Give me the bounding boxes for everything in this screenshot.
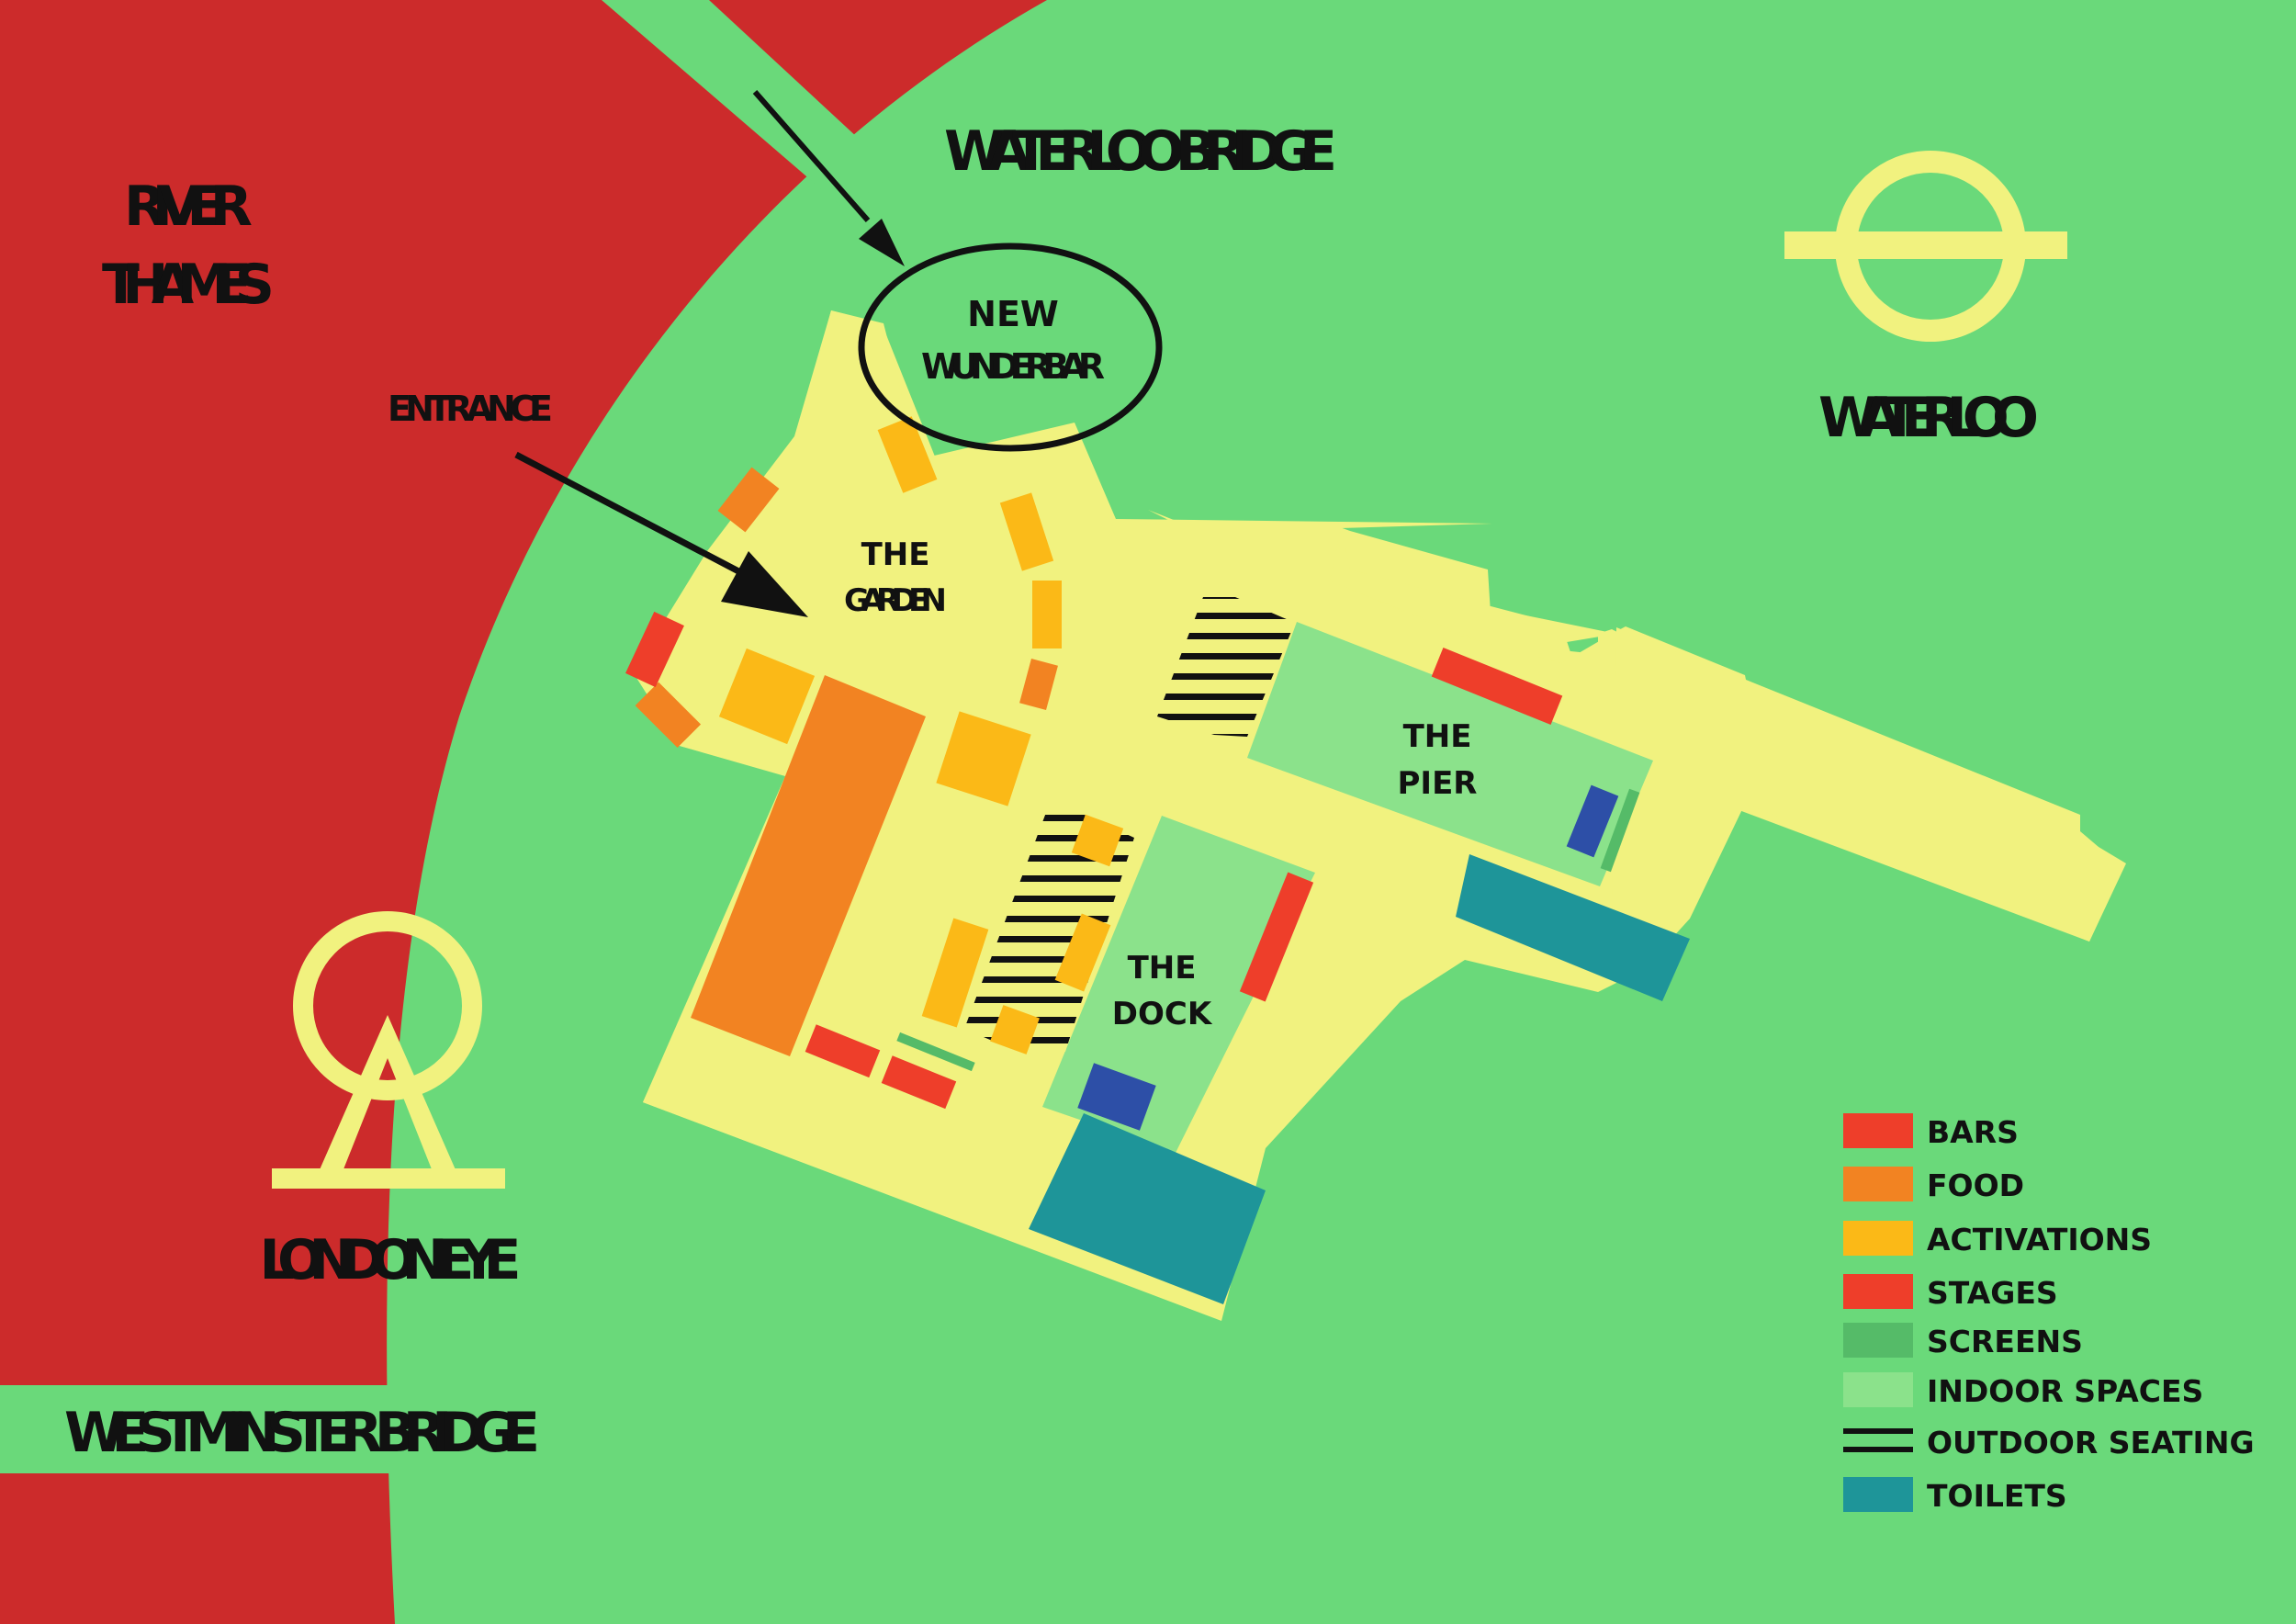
toilets-dock [1029, 1113, 1266, 1304]
indoor-space-the-pier [1247, 622, 1653, 886]
the-pier-label-line1: THE [1403, 718, 1472, 755]
the-dock-label-line1: THE [1128, 950, 1197, 987]
bar-garden-west [625, 611, 684, 688]
legend-label: STAGES [1927, 1275, 2058, 1311]
outdoor-seating-north [1157, 597, 1295, 737]
legend-label: ACTIVATIONS [1927, 1222, 2152, 1257]
the-garden-label-line2: GARDEN [844, 582, 947, 619]
waterloo-bridge-deck [602, 0, 895, 209]
site-east-arm [632, 310, 2123, 1321]
activation-seating-4 [990, 1005, 1040, 1054]
bar-south-2 [881, 1055, 957, 1110]
activation-seating-3 [1054, 913, 1111, 992]
food-large-hall [691, 675, 926, 1056]
toilet-block-pier [1566, 784, 1619, 858]
screen-garden [896, 1032, 975, 1072]
waterloo-bridge-label: WATERLOO BRIDGE [944, 119, 1337, 184]
legend-hatch-line [1843, 1428, 1913, 1434]
food-garden-path [1019, 658, 1058, 711]
food-garden-southwest [635, 682, 702, 749]
toilets-pier [1456, 854, 1690, 1001]
new-wunderbar-label-line1: NEW [967, 294, 1059, 334]
legend-swatch [1843, 1274, 1913, 1309]
river-label-line1: RIVER [124, 175, 253, 239]
activation-garden-square [718, 648, 816, 745]
legend-label: SCREENS [1927, 1324, 2083, 1359]
map-legend: BARS FOOD ACTIVATIONS STAGES SCREENS INDOOR S… [1843, 1113, 2255, 1514]
stage-pier [1431, 648, 1563, 725]
legend-hatch-line [1843, 1447, 1913, 1452]
bar-south-1 [805, 1024, 881, 1078]
activation-centre-square [936, 711, 1031, 806]
legend-label: OUTDOOR SEATING [1927, 1425, 2255, 1460]
activation-path-1 [999, 492, 1054, 571]
arrow-to-entrance [514, 451, 808, 617]
river-label-line2: THAMES [102, 253, 275, 317]
outdoor-seating-south [964, 810, 1134, 1056]
activation-path-2 [1032, 581, 1062, 648]
legend-label: FOOD [1927, 1167, 2024, 1203]
legend-label: TOILETS [1927, 1478, 2067, 1514]
westminster-bridge-deck [0, 1385, 422, 1473]
new-wunderbar-highlight [858, 242, 1163, 452]
indoor-space-the-dock [1042, 816, 1315, 1153]
legend-swatch [1843, 1477, 1913, 1512]
westminster-bridge-label: WESTMINSTER BRIDGE [64, 1401, 540, 1465]
legend-swatch [1843, 1372, 1913, 1407]
legend-swatch [1843, 1167, 1913, 1201]
site-east-pier-arm [1612, 627, 2126, 969]
legend-label: BARS [1927, 1114, 2019, 1150]
activation-seating-1 [1071, 814, 1124, 867]
toilet-block-dock [1077, 1063, 1156, 1131]
food-garden-west [717, 467, 780, 533]
waterloo-label: WATERLOO [1818, 386, 2039, 450]
new-wunderbar-label-line2: WUNDERBAR [921, 346, 1105, 387]
arrow-to-wunderbar [752, 90, 905, 266]
the-dock-label-line2: DOCK [1112, 996, 1213, 1032]
legend-swatch [1843, 1221, 1913, 1256]
legend-swatch [1843, 1113, 1913, 1148]
the-garden-label-line1: THE [861, 536, 930, 573]
stage-dock [1239, 872, 1314, 1002]
underground-roundel-icon [1784, 151, 2067, 342]
legend-swatch [1843, 1323, 1913, 1358]
river-thames-area [0, 0, 1047, 1624]
activation-wunderbar [877, 416, 938, 493]
activation-seating-2 [921, 918, 989, 1028]
entrance-label: ENTRANCE [388, 389, 553, 429]
ferris-wheel-icon [272, 911, 505, 1189]
screen-pier [1600, 788, 1640, 873]
legend-label: INDOOR SPACES [1927, 1373, 2203, 1409]
london-eye-label: LONDON EYE [260, 1228, 522, 1292]
the-pier-label-line2: PIER [1398, 765, 1478, 802]
